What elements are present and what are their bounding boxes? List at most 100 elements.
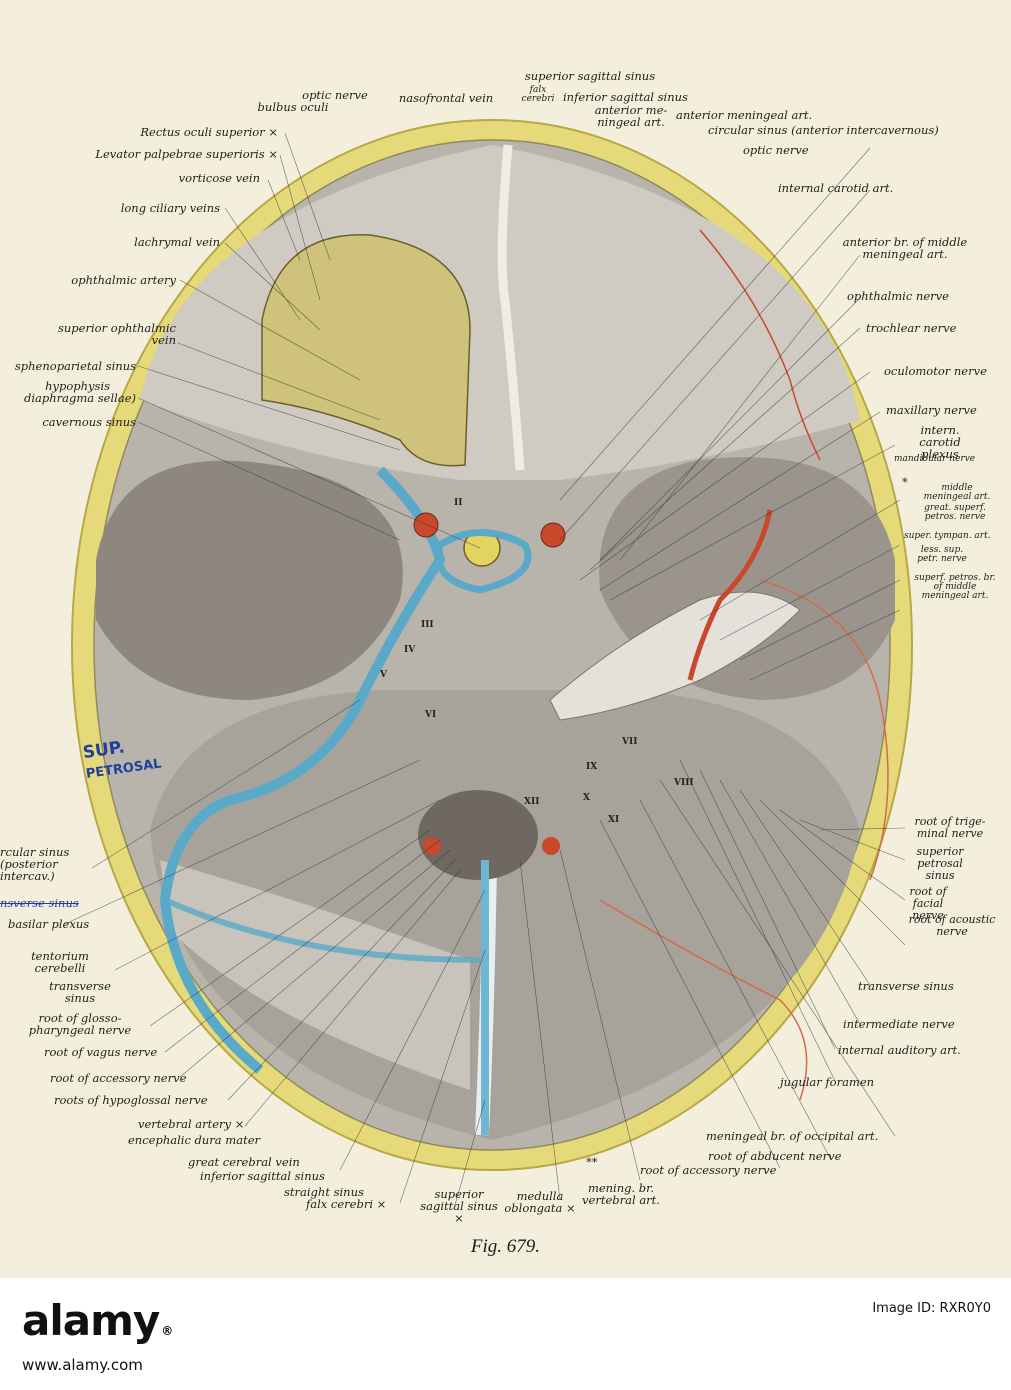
- label-sphenoparietal-sinus: sphenoparietal sinus: [14, 359, 136, 373]
- leader-lines: [64, 132, 906, 1206]
- label-ophthalmic-artery: ophthalmic artery: [71, 273, 176, 287]
- petrous-ridge-right: [549, 591, 801, 721]
- label-vorticose-vein: vorticose vein: [178, 171, 260, 185]
- label-lachrymal-vein: lachrymal vein: [134, 235, 220, 249]
- label-intern-carotid-plexus: intern. carotid plexus: [919, 423, 961, 461]
- alamy-logo-text: alamy: [22, 1296, 160, 1345]
- nerve-numeral-xi: XI: [608, 815, 620, 825]
- nerve-numeral-iii: III: [421, 620, 434, 630]
- label-jugular-foramen: jugular foramen: [780, 1075, 875, 1089]
- label-basilar-plexus: basilar plexus: [8, 917, 90, 931]
- alamy-url: www.alamy.com: [22, 1356, 143, 1374]
- orbit-left: [261, 234, 471, 467]
- skull-base-illustration: [64, 119, 913, 1206]
- plate-page: II III IV V VI VII VIII IX X XI XII opti…: [0, 0, 1011, 1278]
- label-anterior-meningeal-art-b: anterior meningeal art.: [676, 108, 813, 122]
- label-superior-sagittal-sinus-top: superior sagittal sinus: [524, 69, 656, 83]
- label-middle-meningeal-art: middle meningeal art.: [923, 483, 991, 502]
- label-transverse-sinus-struck: nsverse sinus: [0, 896, 79, 910]
- nerve-numeral-iv: IV: [404, 645, 416, 655]
- label-superior-petrosal-sinus: superior petrosal sinus: [916, 845, 964, 882]
- nerve-numeral-viii: VIII: [674, 778, 694, 788]
- nerve-numeral-x: X: [583, 793, 590, 803]
- label-nasofrontal-vein: nasofrontal vein: [398, 91, 494, 105]
- label-inferior-sagittal-sinus-bottom: inferior sagittal sinus: [200, 1169, 325, 1183]
- anterior-meningeal-branches: [699, 229, 821, 461]
- nerve-numeral-vii: VII: [622, 737, 638, 747]
- occipital-meningeal-branches: [599, 899, 808, 1101]
- label-anterior-meningeal-art-a: anterior me- ningeal art.: [594, 103, 668, 129]
- label-falx-cerebri-bottom: falx cerebri ×: [306, 1197, 387, 1211]
- label-root-trigeminal: root of trige- minal nerve: [914, 815, 986, 840]
- label-straight-sinus: straight sinus: [284, 1185, 364, 1199]
- label-super-tympan-art: super. tympan. art.: [904, 531, 991, 541]
- label-ophthalmic-nerve: ophthalmic nerve: [847, 289, 949, 303]
- label-superior-ophthalmic-vein: superior ophthalmic vein: [57, 321, 176, 347]
- label-optic-nerve-top: optic nerve: [302, 88, 368, 102]
- label-hypophysis: hypophysis: [45, 379, 110, 393]
- label-medulla-oblongata: medulla oblongata ×: [504, 1189, 576, 1215]
- label-optic-nerve-right: optic nerve: [743, 143, 809, 157]
- falx-cerebri-anterior: [497, 144, 525, 471]
- label-levator-palpebrae: Levator palpebrae superioris ×: [95, 147, 278, 161]
- label-roots-hypoglossal: roots of hypoglossal nerve: [54, 1093, 208, 1107]
- nerve-numeral-xii: XII: [524, 797, 540, 807]
- label-asterisk-right: *: [902, 475, 908, 489]
- label-great-cerebral-vein: great cerebral vein: [188, 1155, 300, 1169]
- label-superior-sagittal-sinus-bottom: superior sagittal sinus ×: [420, 1187, 498, 1225]
- label-root-accessory-right: root of accessory nerve: [640, 1163, 777, 1177]
- label-intermediate-nerve: intermediate nerve: [843, 1017, 955, 1031]
- label-circular-sinus-anterior: circular sinus (anterior intercavernous): [708, 123, 939, 137]
- foramen-magnum: [418, 790, 538, 880]
- label-circular-sinus-posterior: rcular sinus (posterior intercav.): [0, 845, 70, 883]
- label-root-acoustic: root of acoustic nerve: [908, 913, 996, 938]
- nerve-numeral-ii: II: [454, 498, 463, 508]
- label-anterior-br-middle-meningeal: anterior br. of middle meningeal art.: [842, 235, 968, 261]
- label-root-accessory-left: root of accessory nerve: [50, 1071, 187, 1085]
- label-root-vagus: root of vagus nerve: [44, 1045, 158, 1059]
- label-vertebral-artery: vertebral artery ×: [138, 1117, 245, 1131]
- label-root-glossopharyngeal: root of glosso- pharyngeal nerve: [28, 1011, 132, 1037]
- figure-caption: Fig. 679.: [470, 1236, 541, 1257]
- label-maxillary-nerve: maxillary nerve: [886, 403, 977, 417]
- label-root-facial: root of facial nerve: [909, 885, 947, 922]
- label-tentorium-cerebelli: tentorium cerebelli: [31, 949, 89, 975]
- label-superf-petros-br: superf. petros. br. of middle meningeal …: [914, 573, 996, 601]
- label-meningeal-br-occipital: meningeal br. of occipital art.: [706, 1129, 879, 1143]
- circular-sinus: [435, 529, 532, 594]
- label-mandibular-nerve: mandibular nerve: [894, 454, 976, 464]
- middle-fossa-left: [96, 460, 403, 700]
- alamy-logo: alamy®: [22, 1296, 173, 1345]
- label-trochlear-nerve: trochlear nerve: [866, 321, 957, 335]
- label-oculomotor-nerve: oculomotor nerve: [884, 364, 987, 378]
- middle-meningeal-art-right: [687, 509, 773, 681]
- transverse-sinus-left: [163, 897, 481, 963]
- registered-mark: ®: [161, 1324, 174, 1338]
- label-rectus-oculi-superior: Rectus oculi superior ×: [140, 125, 278, 139]
- internal-carotid-right: [540, 522, 566, 548]
- image-id-label: Image ID: RXR0Y0: [872, 1301, 991, 1316]
- label-inferior-sagittal-sinus-top: inferior sagittal sinus: [563, 90, 688, 104]
- watermark-bar: [0, 1278, 1011, 1390]
- label-root-abducent: root of abducent nerve: [708, 1149, 842, 1163]
- label-bulbus-oculi: bulbus oculi: [257, 100, 329, 114]
- label-falx-cerebri-top: falx cerebri: [521, 85, 555, 104]
- label-internal-carotid-art: internal carotid art.: [778, 181, 894, 195]
- label-long-ciliary-veins: long ciliary veins: [120, 201, 220, 215]
- vertebral-artery-right: [542, 837, 560, 855]
- nerve-numeral-v: V: [380, 670, 387, 680]
- label-encephalic-dura-mater: encephalic dura mater: [128, 1133, 260, 1147]
- label-great-superf-petros-nerve: great. superf. petros. nerve: [924, 503, 986, 522]
- label-transverse-sinus-left: transverse sinus: [49, 979, 111, 1005]
- label-double-asterisk: **: [586, 1155, 598, 1169]
- label-transverse-sinus-right: transverse sinus: [858, 979, 954, 993]
- nerve-numeral-vi: VI: [425, 710, 437, 720]
- image-id: Image ID: RXR0Y0: [872, 1300, 991, 1318]
- nerve-numeral-ix: IX: [586, 762, 598, 772]
- tentorium-cerebelli-left: [160, 860, 470, 1090]
- label-mening-br-vertebral-art: mening. br. vertebral art.: [582, 1181, 660, 1207]
- label-less-sup-petr-nerve: less. sup. petr. nerve: [917, 545, 967, 564]
- label-diaphragma-sellae: diaphragma sellae): [23, 391, 136, 405]
- label-internal-auditory-art: internal auditory art.: [838, 1043, 961, 1057]
- internal-carotid-left: [413, 512, 439, 538]
